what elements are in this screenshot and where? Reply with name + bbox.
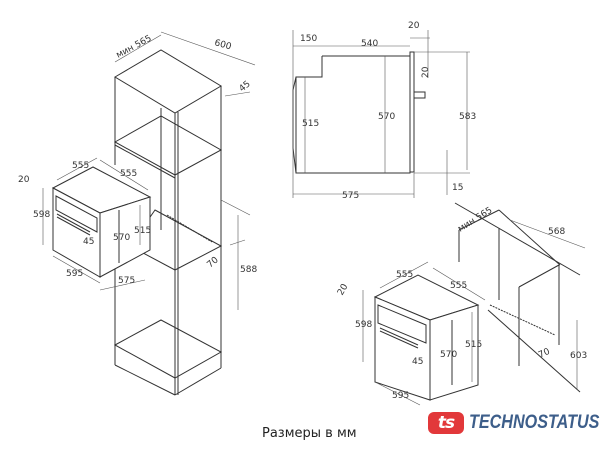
brand-logo-mark: ts (428, 412, 464, 434)
dim-oven-right-depth-top: 555 (396, 270, 413, 280)
dim-side-panel-top: 20 (421, 66, 431, 78)
dim-cabinet-top-gap: 45 (238, 79, 253, 94)
brand-logo-name: TECHNOSTATUS (469, 412, 600, 433)
dim-oven-right-offset: 20 (336, 282, 351, 297)
dim-side-depth: 575 (342, 191, 359, 201)
dim-oven-left-handle: 45 (83, 237, 94, 247)
dim-oven-left-side-height: 515 (134, 226, 151, 236)
dim-oven-left-inner-height: 570 (113, 233, 130, 243)
dim-cabinet-min-depth: мин 565 (115, 34, 154, 61)
dim-side-bottom: 15 (452, 183, 463, 193)
dim-niche-vent: 70 (537, 347, 552, 361)
side-view (292, 30, 470, 198)
oven-left (42, 157, 152, 291)
dim-oven-left-offset: 20 (18, 175, 30, 185)
dim-oven-right-width: 595 (392, 391, 409, 401)
dim-niche-min-depth: мин 565 (456, 206, 494, 235)
dim-side-body: 540 (361, 39, 378, 49)
dim-niche-width: 568 (548, 227, 565, 237)
dim-side-rear: 150 (300, 34, 317, 44)
dim-oven-right-side-height: 515 (465, 340, 482, 350)
dim-cabinet-width: 600 (213, 38, 232, 52)
tall-cabinet (113, 31, 256, 396)
dim-oven-right-inner-height: 570 (440, 350, 457, 360)
dim-cabinet-niche-height: 588 (240, 265, 257, 275)
units-caption: Размеры в мм (262, 426, 357, 441)
dim-oven-right-handle: 45 (412, 357, 423, 367)
dim-oven-left-width-top: 555 (120, 169, 137, 179)
dim-oven-right-width-top: 555 (450, 281, 467, 291)
dim-oven-left-depth-top: 555 (72, 161, 89, 171)
dim-niche-height: 603 (570, 351, 587, 361)
counter-niche (454, 202, 586, 393)
dim-oven-left-width: 595 (66, 269, 83, 279)
dim-side-body-height: 570 (378, 112, 395, 122)
dim-oven-right-height: 598 (355, 320, 372, 330)
dim-side-front: 20 (408, 21, 420, 31)
dim-side-left-height: 515 (302, 119, 319, 129)
dim-oven-left-height: 598 (33, 210, 50, 220)
oven-right (362, 261, 486, 406)
dim-cabinet-vent: 70 (206, 255, 221, 270)
brand-logo: ts TECHNOSTATUS (428, 412, 609, 434)
dim-oven-left-depth: 575 (118, 276, 135, 286)
dim-side-total-height: 583 (459, 112, 476, 122)
